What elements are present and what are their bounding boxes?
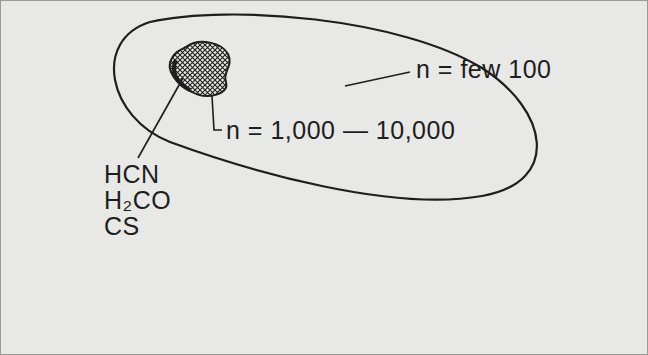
annotation-label: n = 1,000 — 10,000: [226, 116, 455, 144]
leader-line: [345, 72, 410, 86]
core-shading: [174, 60, 190, 90]
annotation-label: CS: [104, 212, 140, 240]
annotation-label: H₂CO: [104, 186, 171, 214]
cloud-outline: [114, 14, 537, 199]
leader-line: [212, 96, 222, 130]
annotation-label: n = few 100: [416, 55, 551, 83]
dense-core: [170, 42, 230, 96]
leader-line: [138, 78, 183, 158]
annotation-label: HCN: [104, 160, 160, 188]
